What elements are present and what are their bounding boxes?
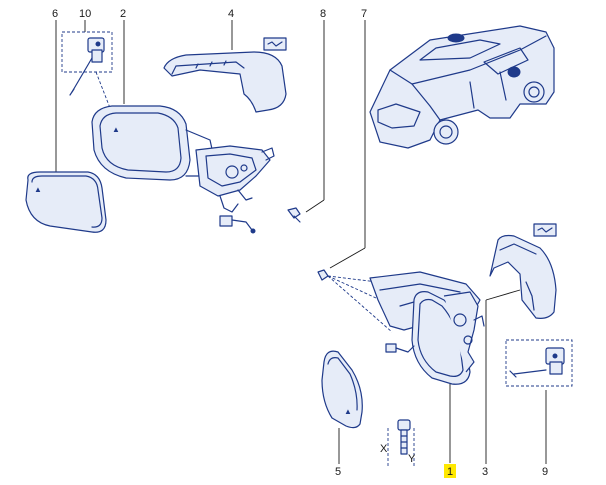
leader-7-tail: [329, 247, 366, 269]
part-9-adjust-motor: [505, 339, 573, 387]
axis-mark-y: Y: [408, 453, 416, 465]
leader-8-tail: [305, 199, 325, 213]
callout-6: 6: [52, 8, 58, 20]
vehicle-illustration: [369, 25, 555, 149]
part-6-mirror-glass: ▲: [25, 171, 107, 233]
callout-1: 1: [447, 466, 453, 478]
callout-5: 5: [335, 466, 341, 478]
callout-9: 9: [542, 466, 548, 478]
leader-3-tail: [485, 289, 521, 301]
svg-text:▲: ▲: [34, 185, 42, 194]
part-5-mirror-glass: ▲: [321, 350, 363, 429]
screw-orientation-detail: X Y: [380, 419, 416, 466]
axis-mark-x: X: [380, 443, 388, 455]
part-4-mirror-cover: [163, 37, 287, 113]
part-2-mirror-housing: ▲: [91, 105, 215, 181]
callout-4: 4: [228, 8, 234, 20]
callout-2: 2: [120, 8, 126, 20]
svg-text:▲: ▲: [344, 407, 352, 416]
callout-8: 8: [320, 8, 326, 20]
callout-10: 10: [79, 8, 91, 20]
part-3-mirror-cover: [489, 223, 557, 319]
callout-7: 7: [361, 8, 367, 20]
svg-text:▲: ▲: [112, 125, 120, 134]
part-1-mirror-unit: [385, 291, 485, 385]
callout-1-highlight: [444, 464, 456, 478]
callout-3: 3: [482, 466, 488, 478]
part-10-adjust-motor: [61, 31, 113, 109]
part-8-screw: [287, 207, 301, 223]
left-mirror-base: [195, 145, 275, 234]
